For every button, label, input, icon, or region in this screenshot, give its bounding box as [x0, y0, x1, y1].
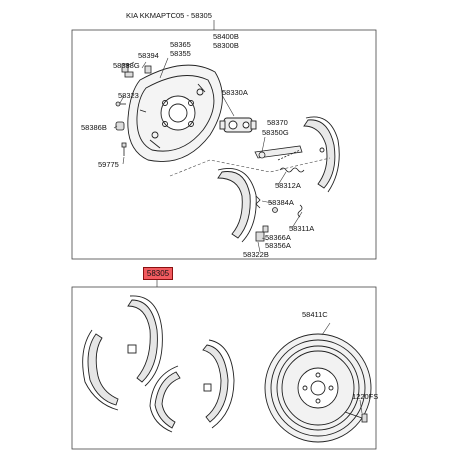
code-58386B[interactable]: 58386B — [81, 123, 107, 132]
code-58323[interactable]: 58323 — [118, 91, 139, 100]
highlighted-part-58305[interactable]: 58305 — [143, 267, 173, 280]
code-58384A[interactable]: 58384A — [268, 198, 294, 207]
code-58400B[interactable]: 58400B — [213, 32, 239, 41]
brake-shoe-set — [82, 295, 235, 433]
part-58394 — [124, 71, 134, 78]
code-58366A[interactable]: 58366A — [265, 233, 291, 242]
code-58411C[interactable]: 58411C — [302, 310, 328, 319]
code-58300B[interactable]: 58300B — [213, 41, 239, 50]
part-58388G-right — [144, 65, 152, 74]
part-58388G-left — [121, 63, 129, 73]
code-58355[interactable]: 58355 — [170, 49, 191, 58]
code-58365[interactable]: 58365 — [170, 40, 191, 49]
brake-shoe-upper-right — [303, 116, 340, 193]
brake-shoe-lower-center — [217, 168, 257, 243]
screw-1220FS — [344, 411, 368, 423]
code-58311A[interactable]: 58311A — [289, 224, 315, 233]
lower-frame — [71, 286, 377, 450]
code-58312A[interactable]: 58312A — [275, 181, 301, 190]
code-58322B[interactable]: 58322B — [243, 250, 269, 259]
return-spring — [279, 167, 305, 173]
code-58356A[interactable]: 58356A — [265, 241, 291, 250]
code-1220FS[interactable]: 1220FS — [352, 392, 379, 401]
wheel-cylinder — [219, 117, 257, 133]
code-58370[interactable]: 58370 — [267, 118, 288, 127]
part-59775 — [121, 142, 127, 148]
backing-plate — [127, 64, 223, 162]
upper-frame — [71, 29, 377, 260]
part-58366A — [255, 231, 265, 242]
code-59775[interactable]: 59775 — [98, 160, 119, 169]
brake-drum — [264, 333, 372, 443]
part-58386B — [115, 121, 125, 131]
diagram-header: KIA KKMAPTC05 - 58305 — [126, 11, 212, 20]
code-58330A[interactable]: 58330A — [222, 88, 248, 97]
code-58388G[interactable]: 58388G — [113, 61, 140, 70]
part-58323 — [115, 101, 121, 107]
code-58350G[interactable]: 58350G — [262, 128, 289, 137]
code-58394[interactable]: 58394 — [138, 51, 159, 60]
adjuster-strut — [254, 145, 303, 161]
